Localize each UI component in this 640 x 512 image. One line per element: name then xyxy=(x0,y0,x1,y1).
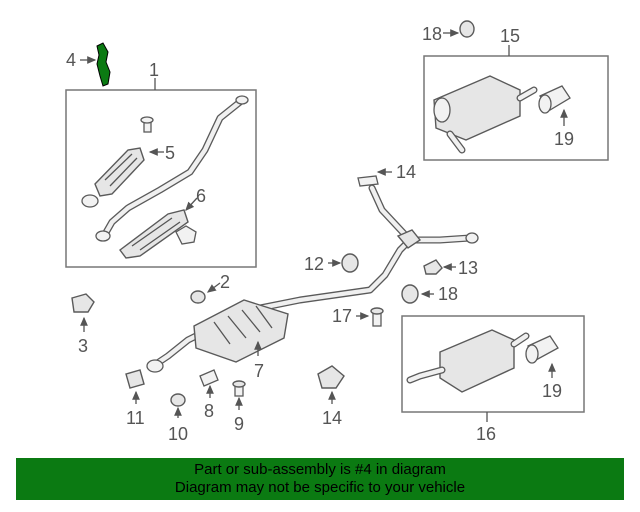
front-pipe[interactable] xyxy=(95,95,249,242)
part-12-hanger[interactable] xyxy=(341,253,359,273)
callout-17[interactable]: 17 xyxy=(332,306,352,326)
callout-6[interactable]: 6 xyxy=(196,186,206,206)
callout-9[interactable]: 9 xyxy=(234,414,244,434)
callout-16[interactable]: 16 xyxy=(476,424,496,444)
banner-line-2: Diagram may not be specific to your vehi… xyxy=(174,479,466,496)
callout-19-bottom[interactable]: 19 xyxy=(542,381,562,401)
callout-3[interactable]: 3 xyxy=(78,336,88,356)
callout-4[interactable]: 4 xyxy=(66,50,76,70)
part-2-gasket[interactable] xyxy=(190,290,206,304)
callout-12[interactable]: 12 xyxy=(304,254,324,274)
part-7-catalytic-converter[interactable] xyxy=(146,299,289,373)
part-5-heat-shield[interactable] xyxy=(81,116,154,208)
callout-19-top[interactable]: 19 xyxy=(554,129,574,149)
part-9-bolt[interactable] xyxy=(232,380,246,397)
part-14-gasket-bottom[interactable] xyxy=(317,365,345,389)
callout-5[interactable]: 5 xyxy=(165,143,175,163)
callout-10[interactable]: 10 xyxy=(168,424,188,444)
part-14-gasket-strip[interactable] xyxy=(357,175,379,187)
callout-14-bottom[interactable]: 14 xyxy=(322,408,342,428)
part-10-nut[interactable] xyxy=(170,393,186,407)
part-17-bolt[interactable] xyxy=(370,307,384,327)
part-16-muffler[interactable] xyxy=(406,329,530,393)
rear-muffler-group-box xyxy=(423,55,609,161)
part-18-hanger-mid[interactable] xyxy=(401,284,419,304)
main-muffler-group-box xyxy=(401,315,585,413)
callout-11[interactable]: 11 xyxy=(126,408,145,428)
part-6-shield[interactable] xyxy=(119,209,197,259)
part-19-tip-upper[interactable] xyxy=(538,85,571,114)
callout-2[interactable]: 2 xyxy=(220,272,230,292)
part-15-muffler[interactable] xyxy=(433,75,538,154)
part-19-tip-lower[interactable] xyxy=(525,335,559,364)
callout-14-top[interactable]: 14 xyxy=(396,162,416,182)
part-4-bracket[interactable] xyxy=(96,42,111,87)
center-pipe[interactable] xyxy=(236,184,479,316)
part-8-stud[interactable] xyxy=(199,369,219,387)
front-pipe-group-box xyxy=(65,89,257,268)
part-13-nut[interactable] xyxy=(423,259,443,275)
banner-line-1: Part or sub-assembly is #4 in diagram xyxy=(194,461,446,478)
callout-13[interactable]: 13 xyxy=(458,258,478,278)
part-11-gasket[interactable] xyxy=(125,369,145,389)
callout-18-mid[interactable]: 18 xyxy=(438,284,458,304)
callout-8[interactable]: 8 xyxy=(204,401,214,421)
callout-15[interactable]: 15 xyxy=(500,26,520,46)
callout-18-top[interactable]: 18 xyxy=(422,24,442,44)
callout-1[interactable]: 1 xyxy=(149,60,159,80)
exhaust-parts-diagram: 1 4 5 6 15 18 xyxy=(65,20,609,444)
diagram-notice-banner: Part or sub-assembly is #4 in diagram Di… xyxy=(16,458,624,500)
callout-7[interactable]: 7 xyxy=(254,361,264,381)
part-3-gasket[interactable] xyxy=(71,293,95,313)
part-18-hanger-top[interactable] xyxy=(459,20,475,38)
